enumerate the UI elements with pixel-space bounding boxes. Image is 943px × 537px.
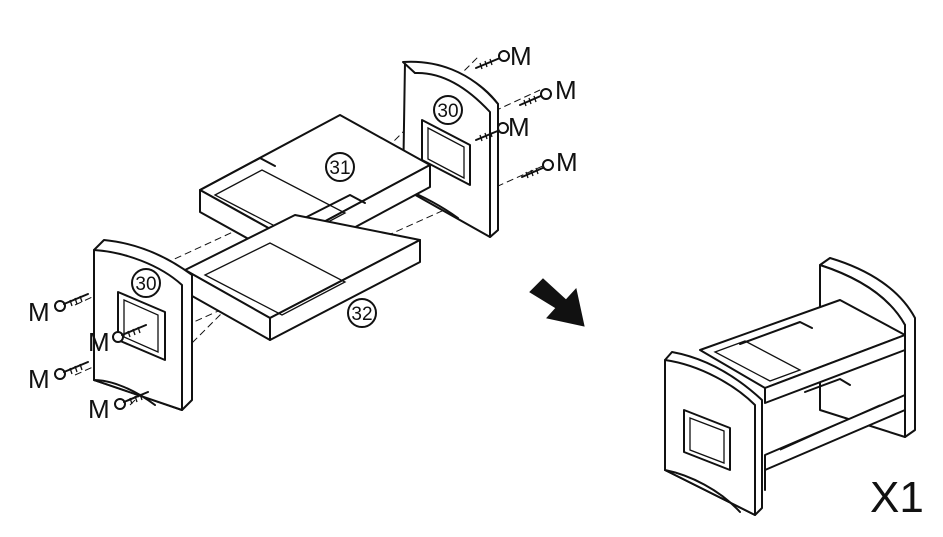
quantity-label: X1 xyxy=(870,473,924,522)
part-number-circle xyxy=(131,268,161,298)
screw-label: M xyxy=(510,41,532,71)
lower-shelf-number: 32 xyxy=(351,304,372,325)
screw-label: M xyxy=(88,394,110,424)
screws-left: M M M M xyxy=(28,293,149,424)
screw xyxy=(521,159,554,179)
screw xyxy=(112,324,147,343)
side-panel-right: 30 xyxy=(402,60,499,238)
screw-label: M xyxy=(555,75,577,105)
side-panel-left: 30 xyxy=(93,239,193,411)
screw xyxy=(475,122,509,142)
screw-label: M xyxy=(556,147,578,177)
screw xyxy=(54,293,89,312)
screw-label: M xyxy=(88,327,110,357)
side-panel-right-number: 30 xyxy=(437,101,458,122)
screw xyxy=(475,50,510,70)
direction-arrow-icon xyxy=(529,278,585,327)
part-number-circle xyxy=(347,298,377,328)
assembled-shelf-unit xyxy=(664,257,916,516)
screw-label: M xyxy=(28,364,50,394)
screw xyxy=(114,391,149,410)
screw-label: M xyxy=(28,297,50,327)
screw xyxy=(54,361,89,380)
part-number-circle xyxy=(325,152,355,182)
upper-shelf-number: 31 xyxy=(329,158,350,179)
screw xyxy=(519,88,552,107)
lower-shelf: 32 xyxy=(184,214,421,341)
side-panel-left-number: 30 xyxy=(135,274,156,295)
screws-right: M M M M xyxy=(475,41,578,179)
screw-label: M xyxy=(508,112,530,142)
part-number-circle xyxy=(433,95,463,125)
